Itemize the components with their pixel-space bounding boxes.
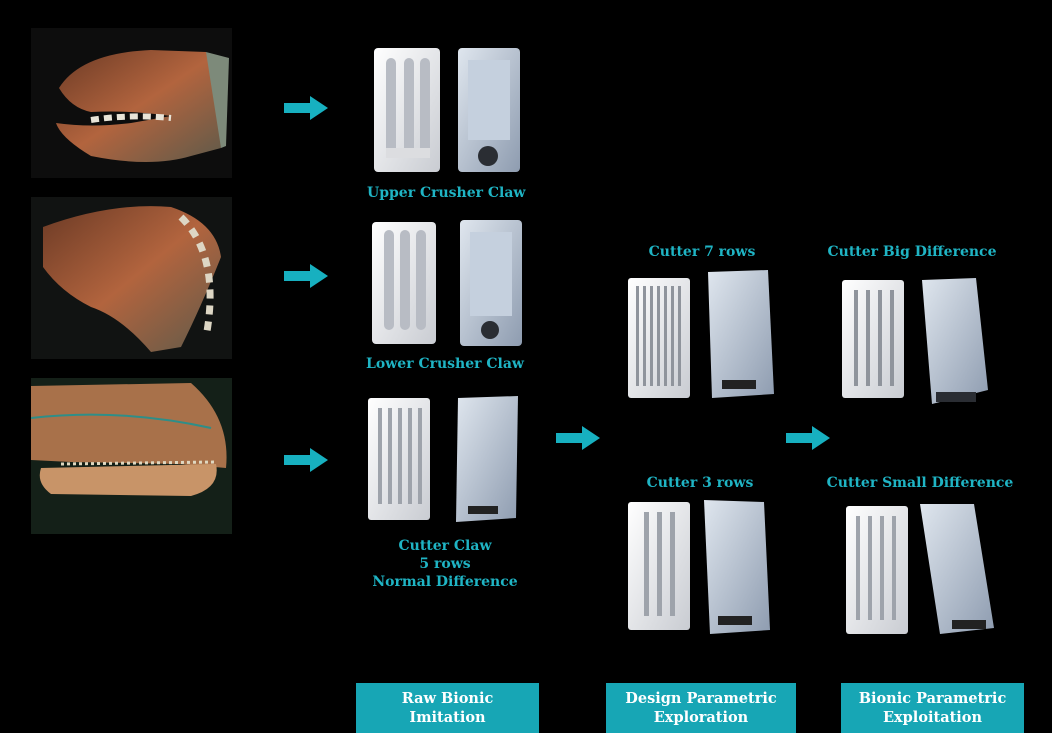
stage-line: Design Parametric [625, 690, 777, 707]
arrow-right-icon [786, 426, 830, 450]
stage-line: Raw Bionic [401, 690, 494, 707]
stage-line: Exploration [653, 709, 749, 726]
label-cutter-7-rows: Cutter 7 rows [648, 244, 756, 260]
stage-raw-bionic-imitation: Raw Bionic Imitation [356, 683, 539, 733]
crusher-claw-photo [31, 28, 232, 178]
label-cutter-claw: Cutter Claw 5 rows Normal Difference [370, 537, 520, 591]
lower-crusher-printed-parts [372, 220, 522, 346]
stage-line: Bionic Parametric [858, 690, 1007, 707]
arrow-right-icon [284, 448, 328, 472]
arrow-right-icon [556, 426, 600, 450]
label-cutter-claw-line2: 5 rows [419, 556, 471, 572]
label-cutter-3-rows: Cutter 3 rows [646, 475, 754, 491]
label-cutter-big-difference: Cutter Big Difference [827, 244, 997, 260]
cutter-7-rows-printed-parts [628, 270, 774, 398]
label-lower-crusher-claw: Lower Crusher Claw [366, 356, 524, 372]
cutter-claw-printed-parts [368, 396, 518, 522]
cutter-claw-photo [31, 378, 232, 534]
cutter-small-difference-printed-parts [846, 504, 994, 634]
label-cutter-claw-line1: Cutter Claw [398, 538, 492, 554]
cutter-3-rows-printed-parts [628, 500, 770, 634]
stage-bionic-parametric-exploitation: Bionic Parametric Exploitation [841, 683, 1024, 733]
stage-line: Exploitation [882, 709, 983, 726]
stage-line: Imitation [409, 709, 486, 726]
stage-design-parametric-exploration: Design Parametric Exploration [606, 683, 796, 733]
label-upper-crusher-claw: Upper Crusher Claw [367, 185, 526, 201]
label-cutter-claw-line3: Normal Difference [372, 574, 518, 590]
label-cutter-small-difference: Cutter Small Difference [826, 475, 1014, 491]
cutter-big-difference-printed-parts [842, 278, 988, 404]
upper-crusher-printed-parts [374, 48, 520, 172]
arrow-right-icon [284, 264, 328, 288]
lower-crusher-claw-photo [31, 197, 232, 359]
arrow-right-icon [284, 96, 328, 120]
